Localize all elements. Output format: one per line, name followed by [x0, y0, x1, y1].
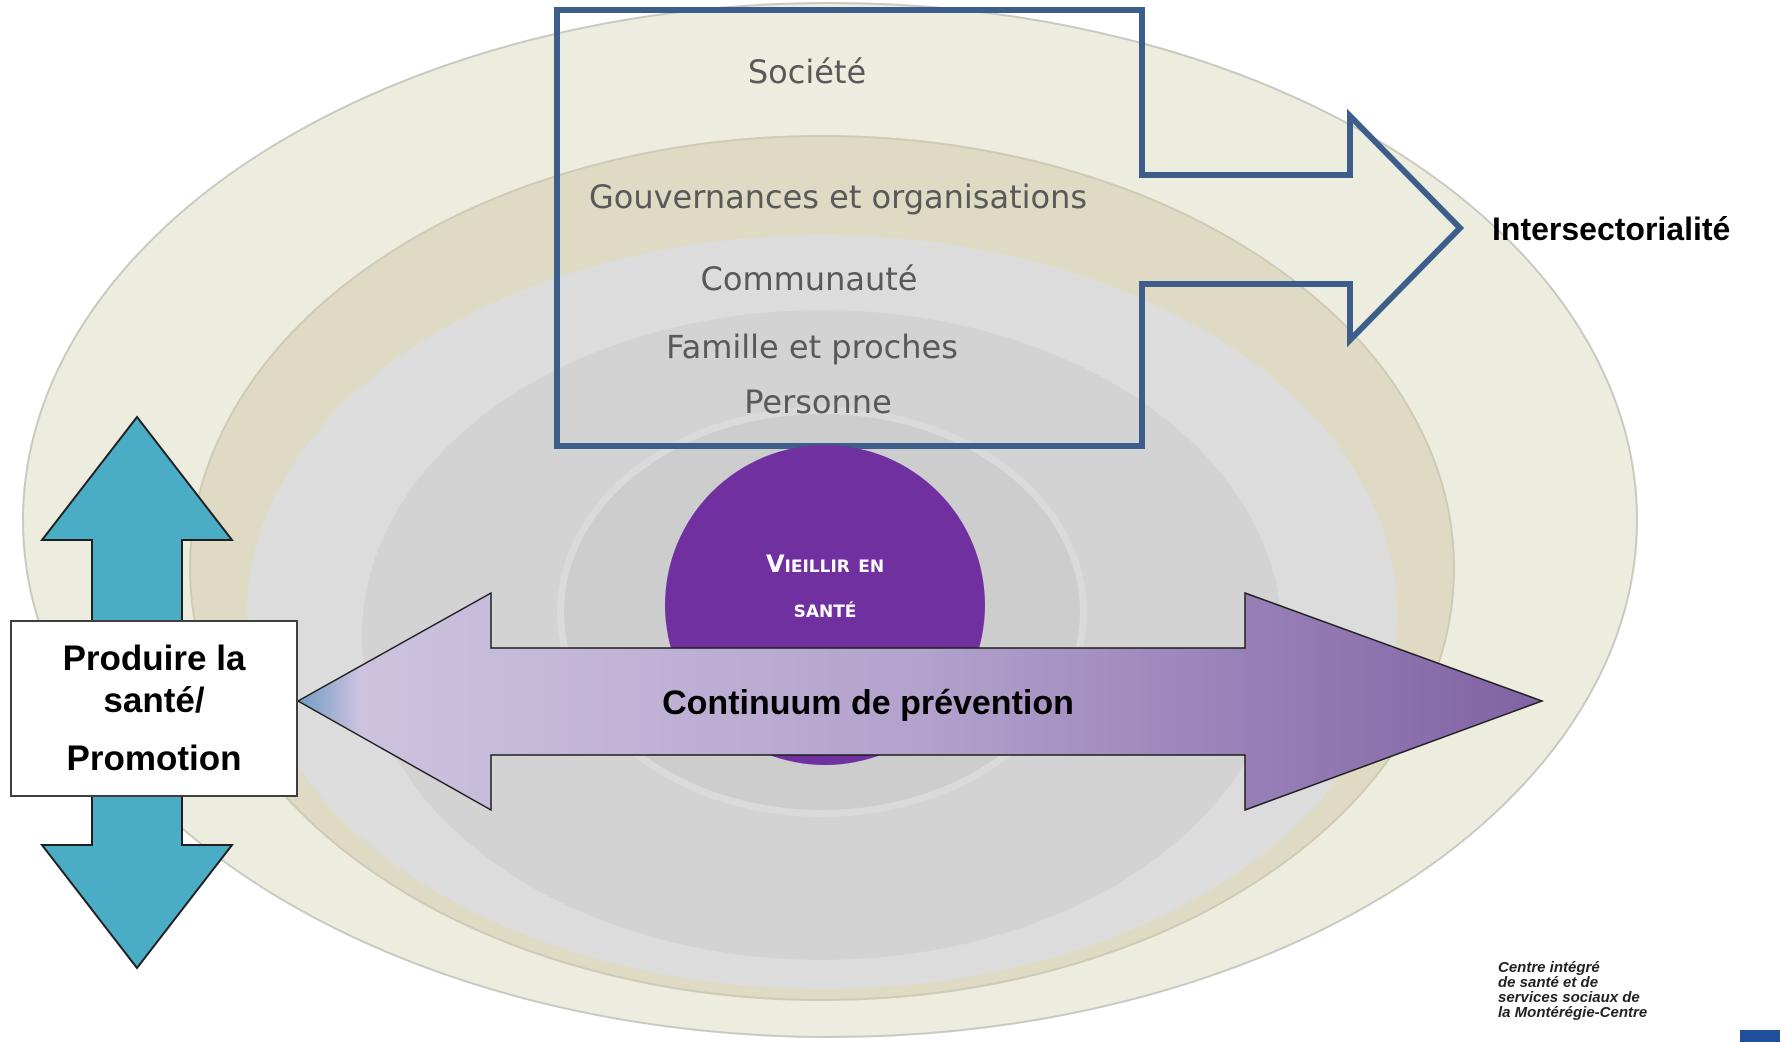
label-communaute: Communauté [701, 260, 918, 298]
center-label-line1: Vieillir en [766, 550, 884, 578]
label-gouvernances: Gouvernances et organisations [589, 178, 1087, 216]
logo-line1: Centre intégré [1498, 960, 1600, 976]
logo-line4: la Montérégie-Centre [1498, 1004, 1648, 1021]
cisss-logo: Centre intégré de santé et de services s… [1498, 960, 1791, 1042]
label-societe: Société [748, 53, 866, 91]
continuum-double-arrow [296, 591, 1545, 812]
quebec-flag-icon [1740, 1030, 1780, 1042]
label-personne: Personne [744, 383, 892, 421]
logo-line3: services sociaux de [1498, 989, 1640, 1006]
logo-line2: de santé et de [1498, 974, 1599, 991]
produire-line3: Promotion [66, 738, 242, 778]
intersectorialite-label: Intersectorialité [1492, 211, 1730, 247]
produire-sante-box: Produire la santé/ Promotion [10, 620, 298, 797]
produire-line1: Produire la [62, 638, 246, 678]
label-famille: Famille et proches [666, 328, 958, 366]
center-label-line2: santé [794, 595, 857, 623]
produire-line2: santé/ [103, 680, 205, 720]
intersectorialite-arrow [554, 7, 1465, 449]
continuum-label: Continuum de prévention [662, 684, 1074, 722]
